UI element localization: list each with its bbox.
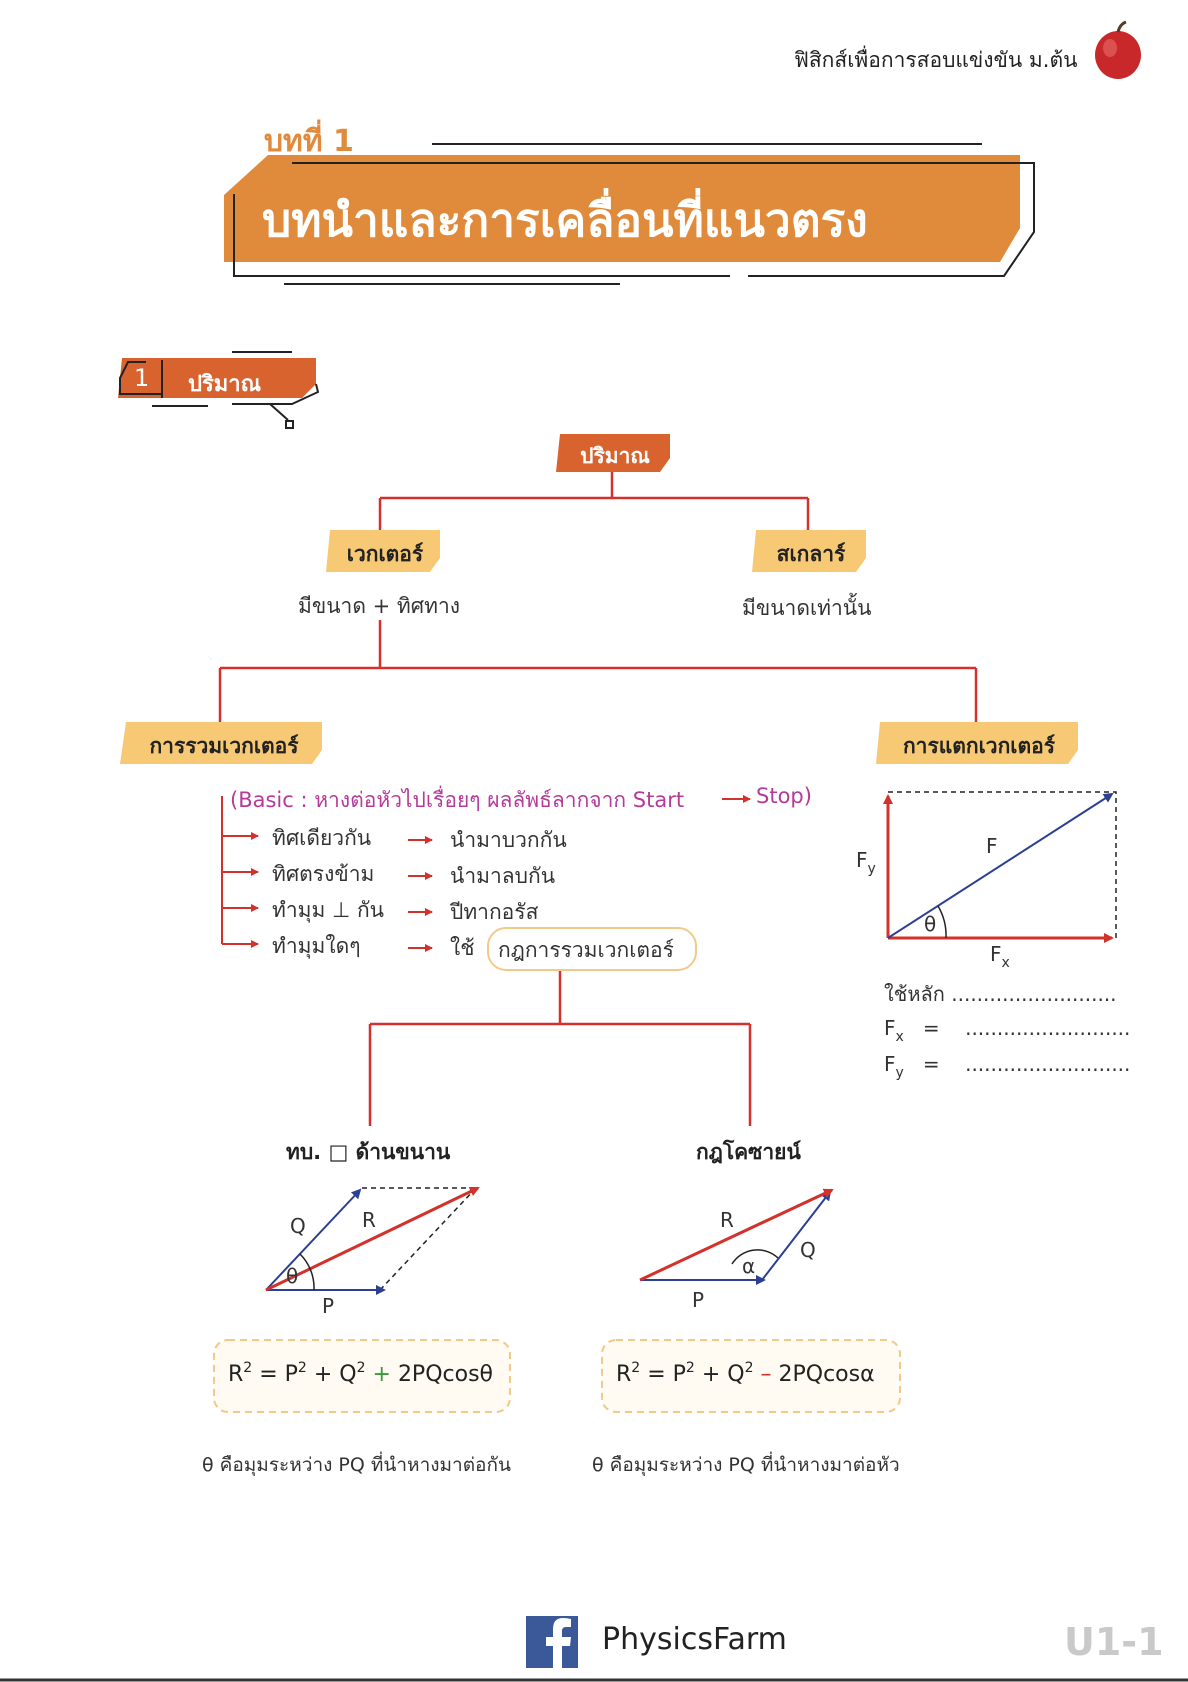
parallelogram-formula: R2 = P2 + Q2 + 2PQcosθ (228, 1360, 493, 1387)
apple-icon (1095, 20, 1141, 79)
label-R-cosine: R (720, 1208, 734, 1232)
section-title: ปริมาณ (188, 372, 262, 397)
section-badge (118, 351, 320, 429)
label-theta-resolution: θ (924, 912, 937, 936)
cosine-caption: θ คือมุมระหว่าง PQ ที่นำหางมาต่อหัว (592, 1454, 900, 1476)
header-title: ฟิสิกส์เพื่อการสอบแข่งขัน ม.ต้น (794, 48, 1078, 72)
basic-note-end: Stop) (756, 784, 812, 808)
parallelogram-caption: θ คือมุมระหว่าง PQ ที่นำหางมาต่อกัน (202, 1454, 511, 1476)
parallelogram-diagram (265, 1186, 480, 1295)
label-theta-parallelogram: θ (286, 1264, 299, 1288)
chapter-banner (224, 143, 1035, 285)
vector-label: เวกเตอร์ (346, 542, 424, 566)
formula-box-parallelogram (213, 1339, 511, 1413)
result-opposite: นำมาลบกัน (450, 864, 556, 888)
facebook-icon (526, 1616, 578, 1668)
vector-resolution-box (876, 722, 1078, 764)
use-principle-line: ใช้หลัก .......................... (884, 982, 1117, 1006)
case-opposite: ทิศตรงข้าม (272, 862, 375, 886)
chapter-title: บทนำและการเคลื่อนที่แนวตรง (262, 193, 868, 247)
result-same-direction: นำมาบวกกัน (450, 828, 567, 852)
case-perpendicular: ทำมุม ⊥ กัน (272, 898, 385, 922)
rule-box-label: กฎการรวมเวกเตอร์ (498, 938, 674, 962)
formula-box-cosine (601, 1339, 901, 1413)
result-any-angle: ใช้ (450, 936, 475, 960)
vector-addition-box (120, 722, 322, 764)
fx-line: Fx = .......................... (884, 1016, 1131, 1045)
label-R-parallelogram: R (362, 1208, 376, 1232)
chapter-label: บทที่ 1 (264, 124, 354, 159)
tree-lines (218, 472, 978, 1126)
label-Fx: Fx (990, 942, 1010, 971)
label-alpha-cosine: α (742, 1254, 756, 1278)
cosine-title: กฎโคซายน์ (696, 1140, 801, 1164)
section-number: 1 (134, 364, 150, 392)
vector-box (326, 530, 440, 572)
cosine-diagram (639, 1188, 834, 1285)
label-Fy: Fy (856, 848, 876, 877)
scalar-desc: มีขนาดเท่านั้น (742, 596, 872, 620)
page-number: U1-1 (1064, 1620, 1164, 1664)
vector-addition-label: การรวมเวกเตอร์ (149, 734, 299, 758)
scalar-box (752, 530, 866, 572)
case-same-direction: ทิศเดียวกัน (272, 826, 372, 850)
parallelogram-title: ทบ. □ ด้านขนาน (286, 1140, 451, 1164)
cosine-formula: R2 = P2 + Q2 – 2PQcosα (616, 1360, 875, 1387)
bullet-arrows (221, 795, 751, 952)
resolution-diagram (883, 791, 1117, 943)
label-Q-parallelogram: Q (290, 1214, 306, 1238)
scalar-label: สเกลาร์ (776, 542, 846, 566)
fy-line: Fy = .......................... (884, 1052, 1131, 1081)
root-node-label: ปริมาณ (580, 444, 650, 468)
case-any-angle: ทำมุมใดๆ (272, 934, 361, 958)
vector-resolution-label: การแตกเวกเตอร์ (902, 734, 1056, 758)
footer-brand: PhysicsFarm (602, 1622, 787, 1657)
label-F: F (986, 834, 998, 858)
label-P-cosine: P (692, 1288, 705, 1312)
label-P-parallelogram: P (322, 1294, 335, 1318)
root-node-box (556, 434, 670, 472)
rule-box-outline (487, 927, 697, 971)
result-perpendicular: ปีทากอรัส (450, 900, 539, 924)
vector-desc: มีขนาด + ทิศทาง (298, 594, 460, 618)
label-Q-cosine: Q (800, 1238, 816, 1262)
basic-note: (Basic : หางต่อหัวไปเรื่อยๆ ผลลัพธ์ลากจา… (230, 788, 685, 812)
